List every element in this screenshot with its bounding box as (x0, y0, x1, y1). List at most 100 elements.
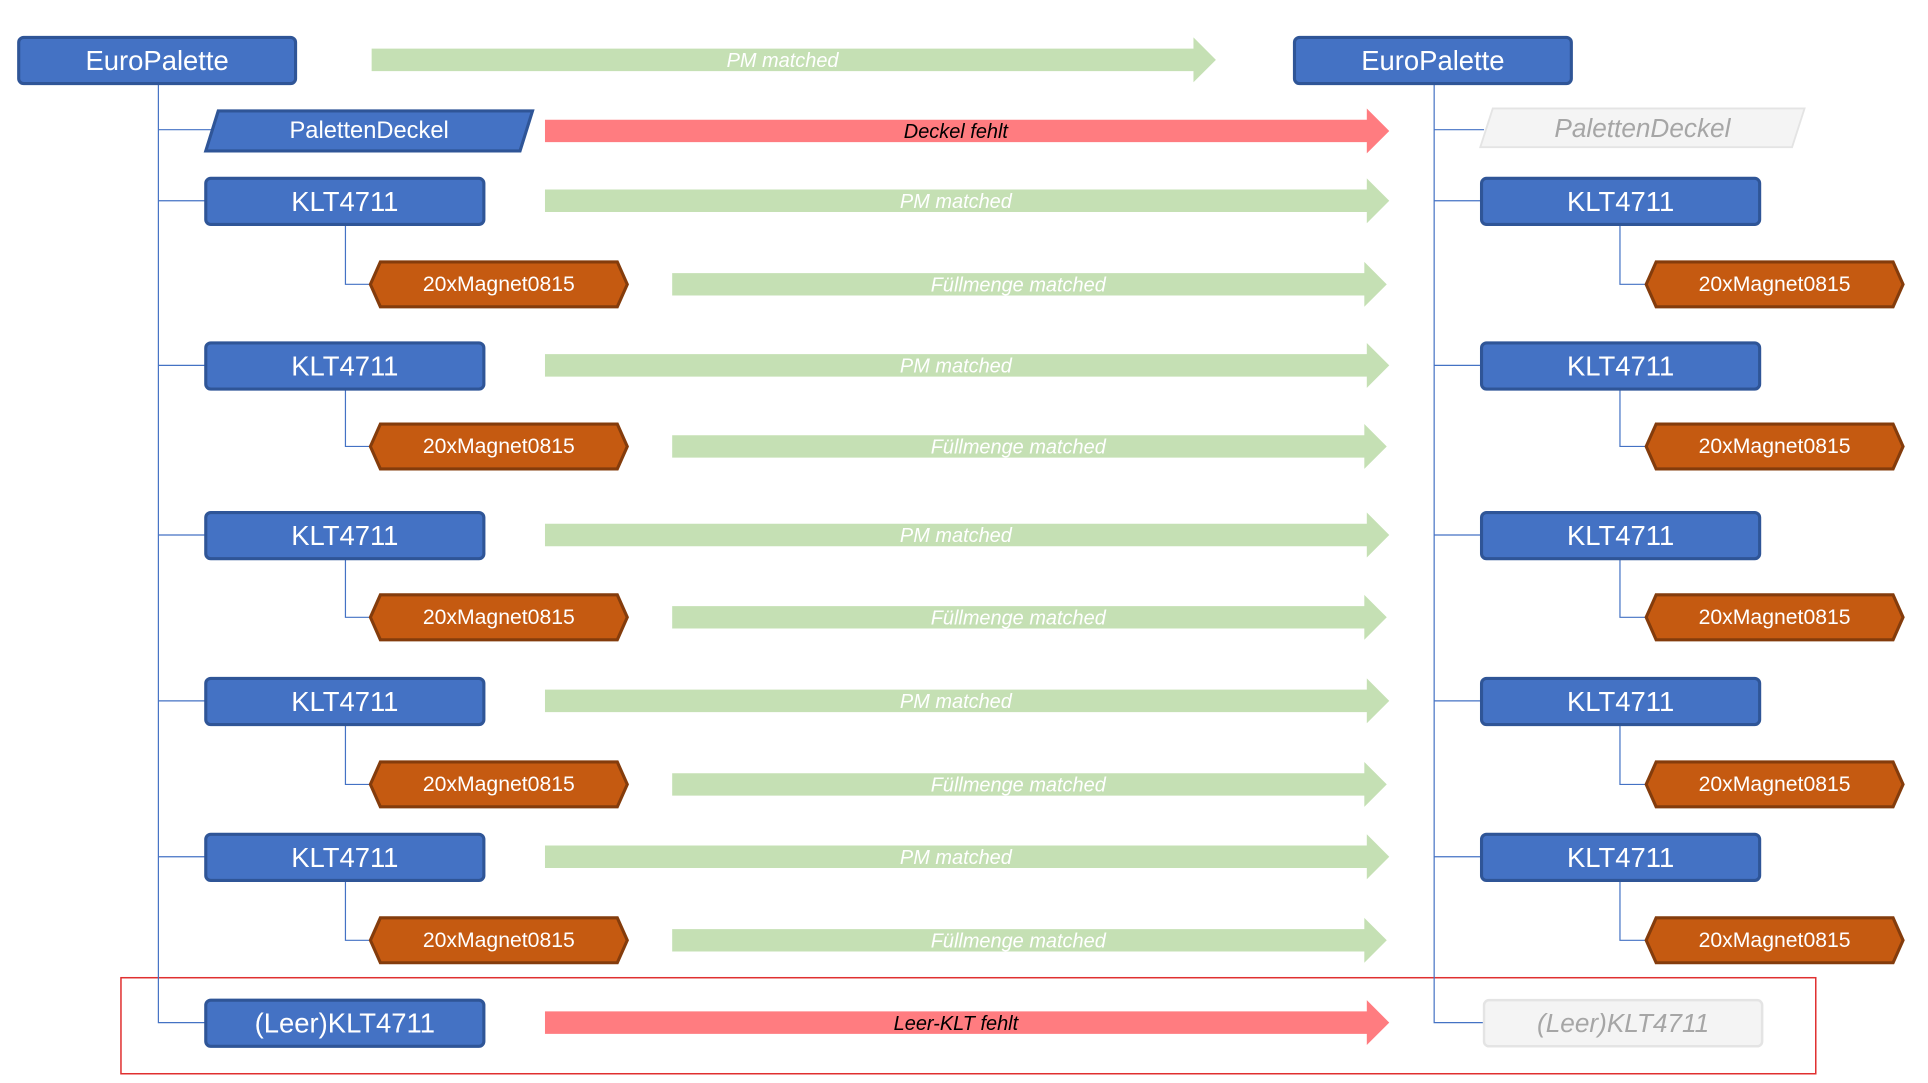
right-magnet-2-shape (1644, 422, 1905, 471)
arrow-magnet-4-fuellmenge-matched: Füllmenge matched (672, 761, 1387, 807)
right-magnet-connector (1619, 387, 1647, 448)
right-root-europalette: EuroPalette (1292, 35, 1573, 86)
arrow-magnet-1-fuellmenge-matched-label: Füllmenge matched (931, 275, 1107, 297)
right-magnet-connector (1619, 223, 1647, 285)
left-root-europalette: EuroPalette (17, 35, 298, 86)
right-magnet-connector (1619, 723, 1647, 786)
arrow-klt-5-pm-matched-label: PM matched (900, 847, 1013, 869)
missing-empty-container-highlight (120, 976, 1817, 1075)
right-klt-3-shape (1479, 510, 1762, 561)
left-klt-3: KLT4711 (204, 510, 486, 561)
left-root-europalette-label: EuroPalette (85, 45, 228, 76)
arrow-magnet-3-fuellmenge-matched-shape (672, 594, 1387, 640)
left-magnet-4: 20xMagnet0815 (368, 760, 629, 809)
arrow-klt-4-pm-matched-label: PM matched (900, 691, 1013, 713)
right-magnet-5-label: 20xMagnet0815 (1699, 929, 1851, 952)
right-klt-2-label: KLT4711 (1567, 351, 1674, 382)
right-klt-5-shape (1479, 832, 1762, 883)
arrow-magnet-5-fuellmenge-matched-label: Füllmenge matched (931, 931, 1107, 953)
left-empty-klt-label: (Leer)KLT4711 (255, 1008, 435, 1039)
right-magnet-2-label: 20xMagnet0815 (1699, 435, 1851, 458)
left-magnet-5-label: 20xMagnet0815 (423, 929, 575, 952)
right-klt-5: KLT4711 (1479, 832, 1762, 883)
left-klt-5-shape (204, 832, 486, 883)
left-klt-4-shape (204, 676, 486, 727)
right-root-europalette-shape (1292, 35, 1573, 86)
arrow-lid-deckel-fehlt-shape (544, 108, 1390, 154)
left-magnet-4-shape (368, 760, 629, 809)
left-magnet-2: 20xMagnet0815 (368, 422, 629, 471)
right-magnet-4: 20xMagnet0815 (1644, 760, 1905, 809)
arrow-magnet-2-fuellmenge-matched-label: Füllmenge matched (931, 437, 1107, 459)
left-magnet-connector (344, 879, 371, 941)
arrow-klt-3-pm-matched-shape (544, 512, 1390, 558)
left-magnet-1-label: 20xMagnet0815 (423, 273, 575, 296)
arrow-root-pm-matched-shape (371, 37, 1216, 83)
right-magnet-connector (1619, 879, 1647, 941)
left-magnet-connector (344, 723, 371, 786)
left-empty-klt-shape (204, 998, 486, 1048)
left-klt-5-label: KLT4711 (291, 842, 398, 873)
right-klt-1: KLT4711 (1479, 176, 1762, 227)
left-klt-4: KLT4711 (204, 676, 486, 727)
left-magnet-3-shape (368, 593, 629, 642)
right-magnet-2: 20xMagnet0815 (1644, 422, 1905, 471)
right-root-europalette-label: EuroPalette (1361, 45, 1504, 76)
right-empty-klt-missing-shape (1482, 998, 1764, 1048)
left-magnet-connector (344, 557, 371, 618)
right-magnet-3-shape (1644, 593, 1905, 642)
left-trunk-connector (157, 83, 206, 1024)
arrow-empty-klt-fehlt-label: Leer-KLT fehlt (894, 1013, 1020, 1035)
right-klt-3-label: KLT4711 (1567, 520, 1674, 551)
arrow-klt-5-pm-matched-shape (544, 834, 1390, 880)
left-magnet-5-shape (368, 916, 629, 965)
arrow-klt-5-pm-matched: PM matched (544, 834, 1390, 880)
right-magnet-5: 20xMagnet0815 (1644, 916, 1905, 965)
left-klt-1-shape (204, 176, 486, 227)
arrow-magnet-3-fuellmenge-matched: Füllmenge matched (672, 594, 1387, 640)
right-klt-1-label: KLT4711 (1567, 186, 1674, 217)
arrow-magnet-5-fuellmenge-matched-shape (672, 917, 1387, 963)
left-klt-5: KLT4711 (204, 832, 486, 883)
arrow-magnet-4-fuellmenge-matched-shape (672, 761, 1387, 807)
right-klt-3: KLT4711 (1479, 510, 1762, 561)
arrow-root-pm-matched: PM matched (371, 37, 1216, 83)
right-klt-5-label: KLT4711 (1567, 842, 1674, 873)
left-magnet-connector (344, 223, 371, 285)
right-klt-4: KLT4711 (1479, 676, 1762, 727)
left-klt-3-shape (204, 510, 486, 561)
arrow-klt-1-pm-matched-label: PM matched (900, 191, 1013, 213)
left-klt-2: KLT4711 (204, 341, 486, 391)
left-magnet-1: 20xMagnet0815 (368, 260, 629, 309)
arrow-magnet-1-fuellmenge-matched-shape (672, 261, 1387, 307)
left-magnet-3-label: 20xMagnet0815 (423, 606, 575, 629)
arrow-magnet-1-fuellmenge-matched: Füllmenge matched (672, 261, 1387, 307)
left-root-europalette-shape (17, 35, 298, 86)
right-magnet-3: 20xMagnet0815 (1644, 593, 1905, 642)
arrow-magnet-3-fuellmenge-matched-label: Füllmenge matched (931, 608, 1107, 630)
right-trunk-connector (1433, 83, 1485, 1024)
arrow-lid-deckel-fehlt: Deckel fehlt (544, 108, 1390, 154)
arrow-empty-klt-fehlt: Leer-KLT fehlt (544, 1000, 1390, 1046)
right-klt-1-shape (1479, 176, 1762, 227)
arrow-magnet-2-fuellmenge-matched: Füllmenge matched (672, 424, 1387, 469)
arrow-lid-deckel-fehlt-label: Deckel fehlt (904, 121, 1010, 143)
arrow-klt-1-pm-matched-shape (544, 178, 1390, 224)
arrow-magnet-2-fuellmenge-matched-shape (672, 424, 1387, 469)
left-magnet-3: 20xMagnet0815 (368, 593, 629, 642)
arrow-klt-2-pm-matched: PM matched (544, 342, 1390, 388)
right-klt-2: KLT4711 (1479, 341, 1762, 391)
left-magnet-2-label: 20xMagnet0815 (423, 435, 575, 458)
left-klt-4-label: KLT4711 (291, 686, 398, 717)
right-magnet-5-shape (1644, 916, 1905, 965)
arrow-klt-2-pm-matched-label: PM matched (900, 356, 1013, 378)
left-klt-2-shape (204, 341, 486, 391)
arrow-klt-2-pm-matched-shape (544, 342, 1390, 388)
right-klt-4-label: KLT4711 (1567, 686, 1674, 717)
right-empty-klt-missing-label: (Leer)KLT4711 (1537, 1008, 1709, 1038)
arrow-magnet-4-fuellmenge-matched-label: Füllmenge matched (931, 775, 1107, 797)
left-klt-1: KLT4711 (204, 176, 486, 227)
left-klt-1-label: KLT4711 (291, 186, 398, 217)
